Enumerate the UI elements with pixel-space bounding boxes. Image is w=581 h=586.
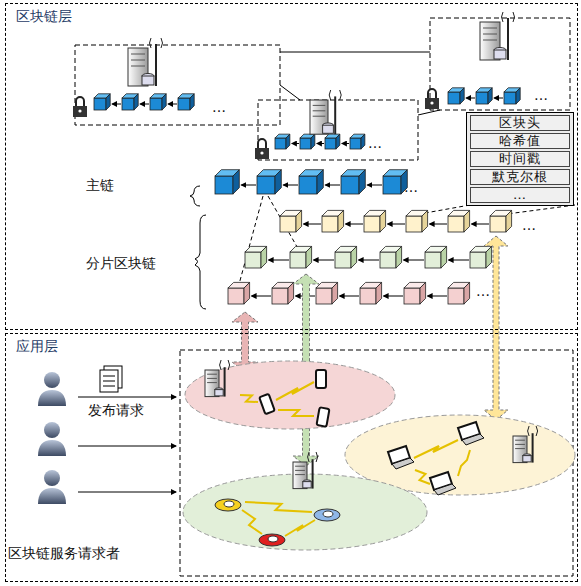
- ellipsis-mark: …: [534, 88, 548, 102]
- ellipsis-mark: …: [368, 136, 382, 150]
- layer-region: 区块链层区块头哈希值时间戳默克尔根 …: [5, 3, 578, 330]
- label-text: 区块链服务请求者: [8, 546, 120, 560]
- ellipsis-mark: …: [212, 100, 226, 114]
- table-cell: 时间戳: [470, 151, 570, 167]
- ellipsis-mark: …: [404, 180, 418, 194]
- layer-title: 区块链层: [16, 8, 72, 26]
- label-text: 分片区块链: [86, 256, 156, 270]
- block-header-table: 区块头哈希值时间戳默克尔根 …: [466, 112, 574, 206]
- label-text: 发布请求: [88, 403, 144, 417]
- layer-region: 应用层: [5, 333, 578, 582]
- ellipsis-mark: …: [476, 284, 490, 298]
- label-text: 主链: [86, 178, 114, 192]
- table-cell: 哈希值: [470, 133, 570, 149]
- layer-title: 应用层: [16, 338, 58, 356]
- ellipsis-mark: …: [522, 218, 536, 232]
- table-cell: …: [470, 187, 570, 203]
- table-cell: 区块头: [470, 115, 570, 131]
- table-cell: 默克尔根: [470, 169, 570, 185]
